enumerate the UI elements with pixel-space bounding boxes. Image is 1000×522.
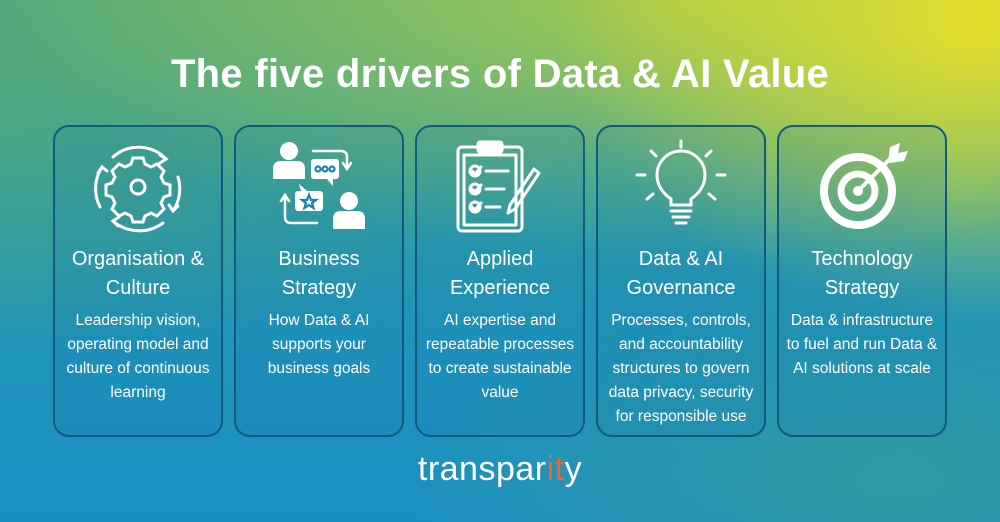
transparity-logo: transparity — [0, 450, 1000, 489]
page-title: The five drivers of Data & AI Value — [170, 52, 830, 96]
driver-description: AI expertise and repeatable processes to… — [425, 312, 575, 401]
driver-description: How Data & AI supports your business goa… — [267, 312, 371, 377]
driver-card-organisation-culture: Organisation & Culture Leadership vision,… — [53, 125, 223, 437]
driver-heading: Experience — [449, 277, 551, 299]
driver-description: Leadership vision, operating model and c… — [66, 312, 210, 401]
driver-heading: Applied — [466, 248, 534, 270]
gear-cycle-icon — [94, 145, 182, 233]
driver-description: Processes, controls, and accountability … — [608, 312, 754, 425]
driver-heading: Culture — [105, 277, 171, 299]
logo-text: y — [564, 450, 583, 488]
driver-heading: Governance — [626, 277, 736, 299]
target-arrow-icon — [820, 143, 908, 229]
lightbulb-icon — [635, 139, 727, 225]
driver-heading: Technology — [811, 248, 913, 270]
driver-description: Data & infrastructure to fuel and run Da… — [786, 312, 938, 377]
logo-text: transpar — [417, 450, 547, 488]
people-conversation-icon — [273, 142, 365, 229]
clipboard-checklist-icon — [456, 140, 541, 233]
logo-accent-text: it — [546, 450, 565, 488]
driver-heading: Data & AI — [638, 248, 724, 270]
driver-heading: Organisation & — [71, 248, 205, 270]
driver-heading: Strategy — [824, 277, 900, 299]
driver-card-data-ai-governance: Data & AI Governance Processes, controls,… — [596, 125, 766, 437]
driver-heading: Business — [278, 248, 360, 270]
driver-heading: Strategy — [281, 277, 357, 299]
